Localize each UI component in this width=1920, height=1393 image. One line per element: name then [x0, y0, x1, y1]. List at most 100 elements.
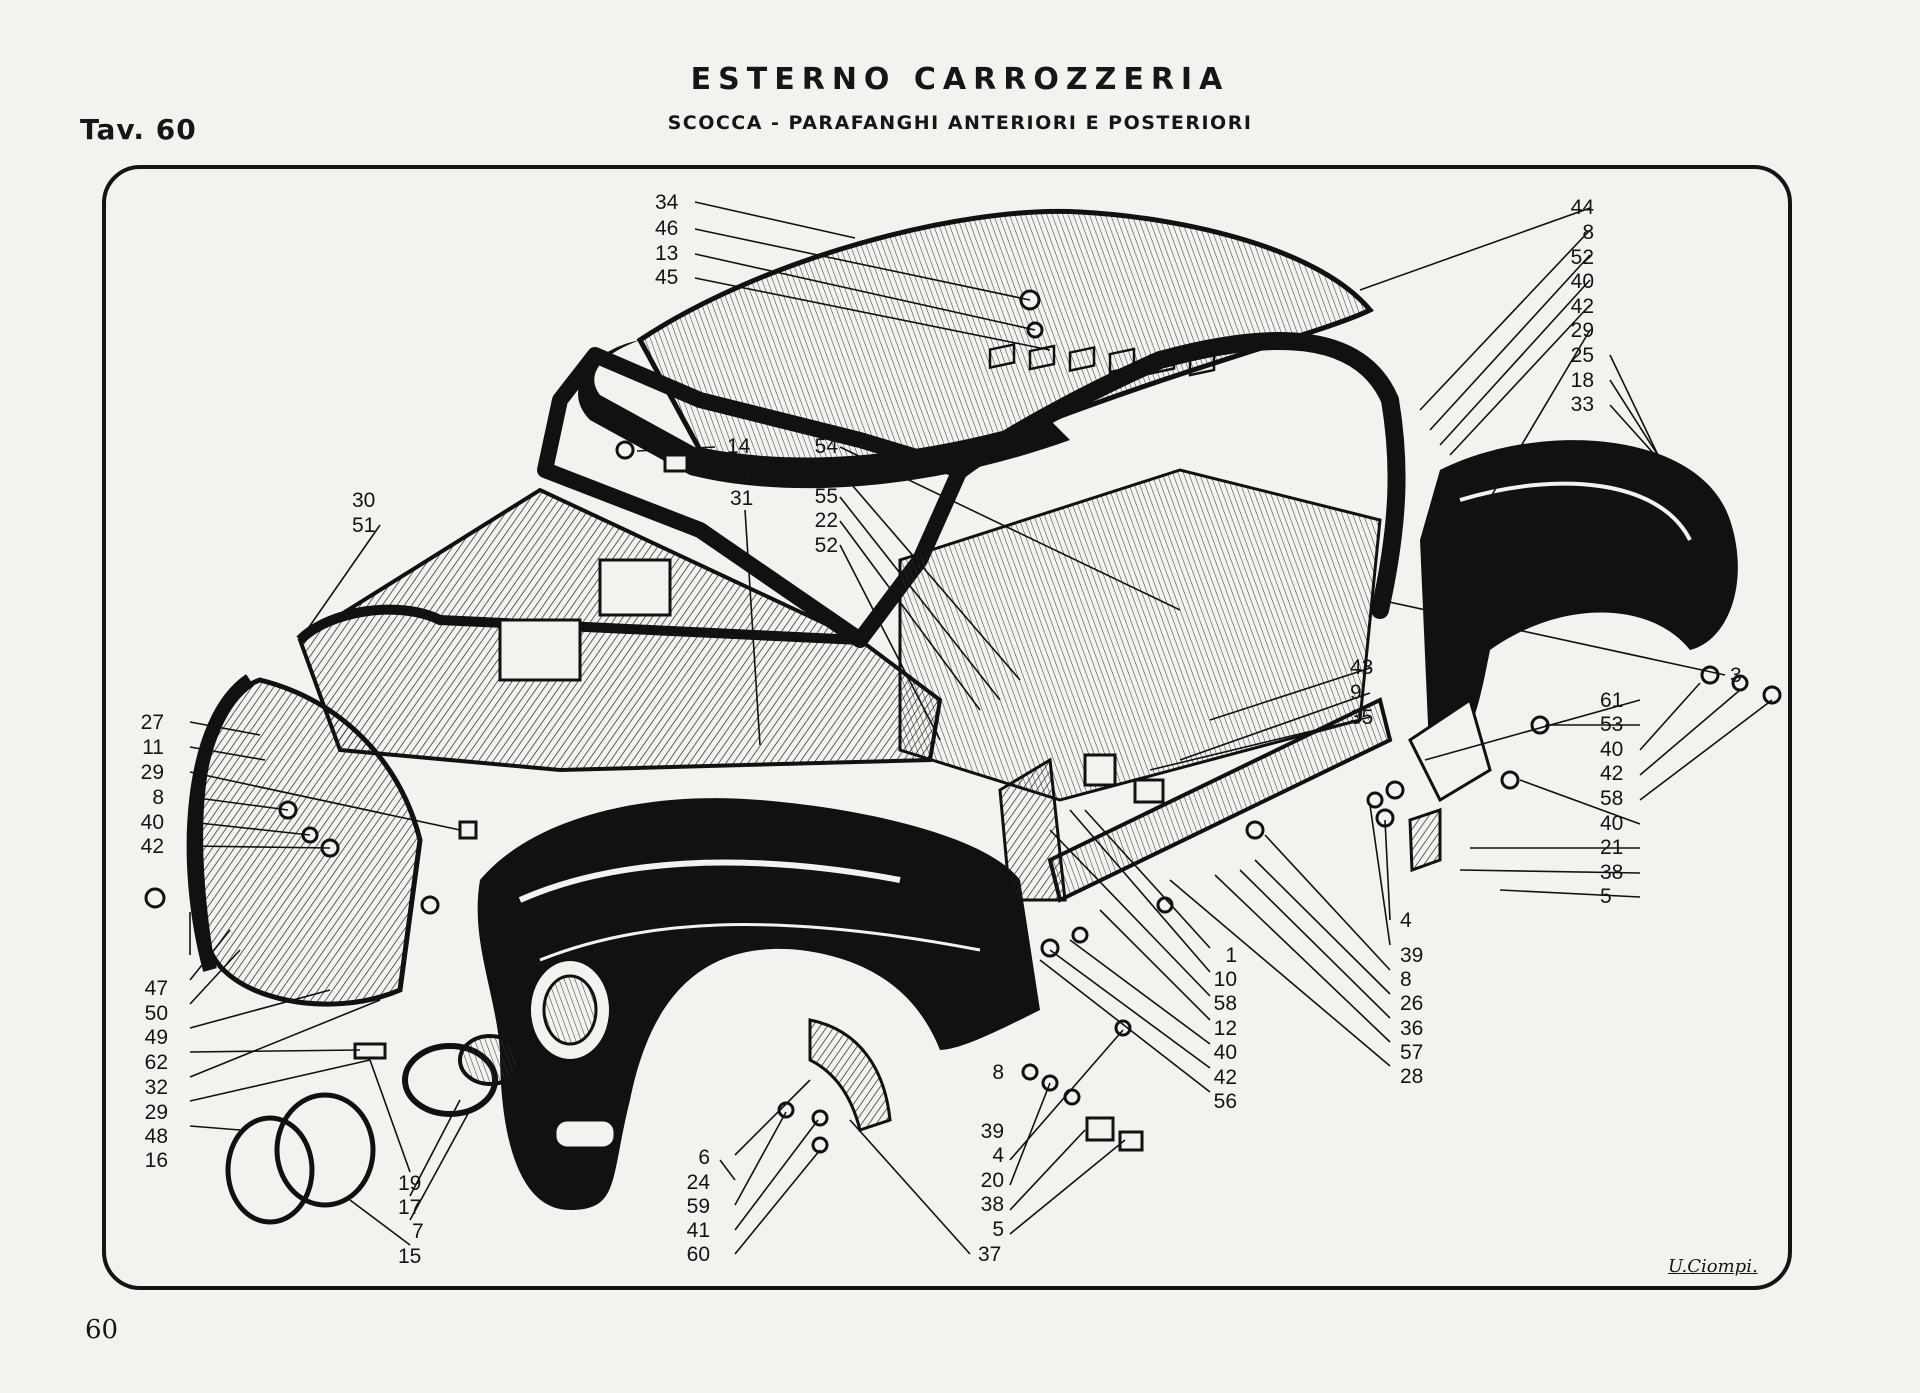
callout-label: 22	[814, 509, 838, 532]
fender-highlight	[518, 859, 901, 903]
callout-label: 8	[1400, 968, 1412, 991]
callout-label: 4	[992, 1144, 1004, 1167]
callout-label: 32	[144, 1076, 168, 1099]
callout-label: 51	[352, 514, 376, 537]
floor-pan-openings	[988, 342, 1216, 377]
callout-label: 28	[1400, 1065, 1424, 1088]
callout-label: 37	[978, 1243, 1002, 1266]
side-lamp	[553, 1118, 617, 1150]
rear-mud-flap	[1408, 807, 1442, 873]
battery-tray	[498, 618, 582, 682]
callout-label: 52	[1570, 246, 1594, 269]
page-subtitle: SCOCCA - PARAFANGHI ANTERIORI E POSTERIO…	[667, 112, 1253, 134]
callout-label: 36	[1400, 1017, 1424, 1040]
callout-label: 21	[1600, 836, 1624, 859]
rear-fender	[1420, 440, 1738, 770]
callout-label: 11	[142, 736, 164, 759]
callout-label: 15	[398, 1245, 422, 1268]
callout-label: 59	[686, 1195, 710, 1218]
callout-label: 31	[730, 487, 754, 510]
callout-label: 5	[1600, 885, 1612, 908]
dash-opening	[598, 558, 672, 617]
callout-label: 56	[1213, 1090, 1237, 1113]
headlamp-ring-inner	[274, 1092, 376, 1208]
callout-label: 33	[1570, 393, 1594, 416]
callout-label: 3	[1730, 664, 1742, 687]
callout-label: 40	[1600, 812, 1624, 835]
callout-label: 2	[826, 460, 838, 483]
rocker-front-member	[998, 757, 1067, 902]
headlamp-ring-outer	[225, 1115, 315, 1225]
callout-label: 57	[1400, 1041, 1424, 1064]
callout-label: 8	[992, 1061, 1004, 1084]
callout-label: 9	[1350, 681, 1362, 704]
callout-label: 42	[140, 835, 164, 858]
callout-label: 16	[144, 1149, 168, 1172]
callout-label: 58	[1213, 992, 1237, 1015]
callout-label: 30	[352, 489, 376, 512]
lamp-bezel-2	[458, 1034, 522, 1086]
front-fender	[477, 798, 1040, 1210]
bumper-bracket	[808, 1018, 892, 1132]
callout-label: 53	[1600, 713, 1624, 736]
callout-label: 20	[980, 1169, 1004, 1192]
callout-label: 25	[1570, 344, 1594, 367]
callout-label: 60	[686, 1243, 710, 1266]
callout-label: 7	[412, 1220, 424, 1243]
callout-label: 12	[1213, 1017, 1237, 1040]
callout-label: 44	[1570, 196, 1594, 219]
callout-label: 18	[1570, 369, 1594, 392]
page-number: 60	[85, 1315, 119, 1345]
callout-label: 27	[140, 711, 164, 734]
artist-signature: U.Ciompi.	[1668, 1256, 1758, 1277]
callout-label: 14	[727, 435, 751, 458]
callout-label: 23	[727, 460, 751, 483]
windshield-frame	[537, 347, 968, 648]
callout-label: 13	[655, 242, 679, 265]
plate-number: Tav. 60	[80, 113, 197, 146]
headlamp-lens	[542, 974, 598, 1046]
callout-label: 47	[144, 977, 168, 1000]
rear-fender-highlight	[1459, 481, 1692, 541]
callout-label: 58	[1600, 787, 1624, 810]
callout-label: 40	[1570, 270, 1594, 293]
callout-label: 42	[1213, 1066, 1237, 1089]
callout-label: 46	[655, 217, 679, 240]
cowl-rim	[296, 604, 861, 645]
callout-label: 40	[1600, 738, 1624, 761]
callout-label: 17	[398, 1196, 422, 1219]
callout-label: 49	[144, 1026, 168, 1049]
callout-label: 34	[655, 191, 679, 214]
callout-label: 40	[1213, 1041, 1237, 1064]
callout-label: 41	[686, 1219, 710, 1242]
callout-label: 29	[140, 761, 164, 784]
callout-label: 1	[1225, 944, 1237, 967]
callout-label: 50	[144, 1002, 168, 1025]
callout-label: 62	[144, 1051, 168, 1074]
callout-label: 39	[1400, 944, 1424, 967]
callout-label: 38	[980, 1193, 1004, 1216]
callout-label: 52	[814, 534, 838, 557]
callout-label: 19	[398, 1172, 422, 1195]
callout-label: 45	[655, 266, 679, 289]
callout-label: 8	[1582, 221, 1594, 244]
callout-label: 4	[1400, 909, 1412, 932]
callout-label: 24	[686, 1171, 710, 1194]
callout-label: 40	[140, 811, 164, 834]
callout-label: 48	[144, 1125, 168, 1148]
callout-leader-lines	[189, 201, 1773, 1255]
callout-label: 42	[1600, 762, 1624, 785]
callout-label: 8	[152, 786, 164, 809]
callout-label: 29	[144, 1101, 168, 1124]
callout-label: 26	[1400, 992, 1424, 1015]
fender-highlight-2	[539, 923, 981, 962]
diagram-frame	[102, 165, 1792, 1290]
inner-wheel-well-rim	[186, 674, 255, 972]
callout-label: 29	[1570, 319, 1594, 342]
callout-label: 43	[1350, 656, 1374, 679]
callout-label: 6	[698, 1146, 710, 1169]
roof-black-edge	[578, 340, 1070, 489]
callout-label: 54	[814, 435, 838, 458]
callout-label: 5	[992, 1218, 1004, 1241]
